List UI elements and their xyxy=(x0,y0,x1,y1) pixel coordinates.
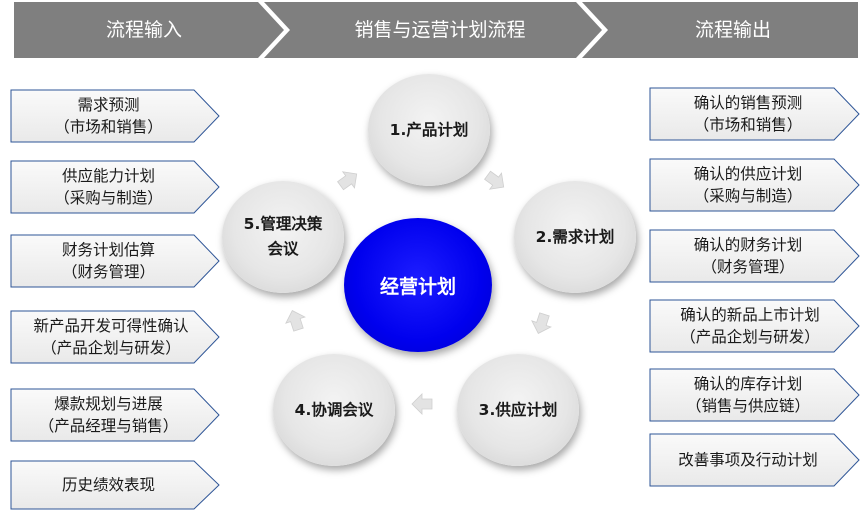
input-item-history: 历史绩效表现 xyxy=(61,475,155,494)
output-box-shape xyxy=(649,299,860,353)
output-box-shape xyxy=(649,229,860,283)
output-item-sales-forecast: 确认的销售预测 （市场和销售） xyxy=(693,93,803,134)
cycle-arrow-1-to-2 xyxy=(484,170,505,190)
output-item-inventory-plan: 确认的库存计划 （销售与供应链） xyxy=(685,374,810,415)
output-item-financial-plan: 确认的财务计划 （财务管理） xyxy=(693,235,803,276)
cycle-step-supply-plan: 3.供应计划 xyxy=(457,354,579,466)
header-input-label: 流程输入 xyxy=(105,19,182,41)
cycle-step-management-decision-meeting: 5.管理决策 会议 xyxy=(222,181,344,293)
cycle-step-product-plan: 1.产品计划 xyxy=(368,74,490,186)
output-item-action-plan: 改善事项及行动计划 xyxy=(678,450,818,469)
input-item-supply-capacity: 供应能力计划 （采购与制造） xyxy=(54,166,163,207)
input-box-shape xyxy=(10,160,220,214)
cycle-arrow-3-to-4 xyxy=(411,393,433,415)
header-chevron-output xyxy=(582,2,858,58)
input-item-demand-forecast: 需求预测 （市场和销售） xyxy=(54,95,163,136)
output-shapes xyxy=(649,87,860,487)
input-box-shape xyxy=(10,310,220,364)
cycle-arrow-4-to-5 xyxy=(285,310,306,332)
input-item-financial-estimate: 财务计划估算 （财务管理） xyxy=(61,240,155,281)
output-item-supply-plan: 确认的供应计划 （采购与制造） xyxy=(693,164,803,205)
input-item-hit-product: 爆款规划与进展 （产品经理与销售） xyxy=(38,394,179,435)
input-item-new-product: 新产品开发可得性确认 （产品企划与研发） xyxy=(33,316,189,357)
output-box-shape xyxy=(649,158,860,212)
header-process-label: 销售与运营计划流程 xyxy=(354,19,526,41)
cycle-step-demand-plan: 2.需求计划 xyxy=(514,181,636,293)
input-box-shape xyxy=(10,234,220,288)
output-item-launch-plan: 确认的新品上市计划 （产品企划与研发） xyxy=(680,305,820,346)
cycle-step-coordination-meeting: 4.协调会议 xyxy=(273,354,395,466)
input-shapes xyxy=(10,89,220,510)
output-box-shape xyxy=(649,87,860,141)
input-box-shape xyxy=(10,460,220,510)
header-chevron-input xyxy=(14,2,284,58)
output-box-shape xyxy=(649,433,860,487)
output-box-shape xyxy=(649,368,860,422)
center-business-plan: 经营计划 xyxy=(344,218,492,352)
header-chevron-process xyxy=(264,2,602,58)
cycle-arrow-5-to-1 xyxy=(337,171,358,191)
header-output-label: 流程输出 xyxy=(694,19,771,41)
cycle-arrow-2-to-3 xyxy=(531,312,552,334)
input-box-shape xyxy=(10,388,220,442)
input-box-shape xyxy=(10,89,220,143)
